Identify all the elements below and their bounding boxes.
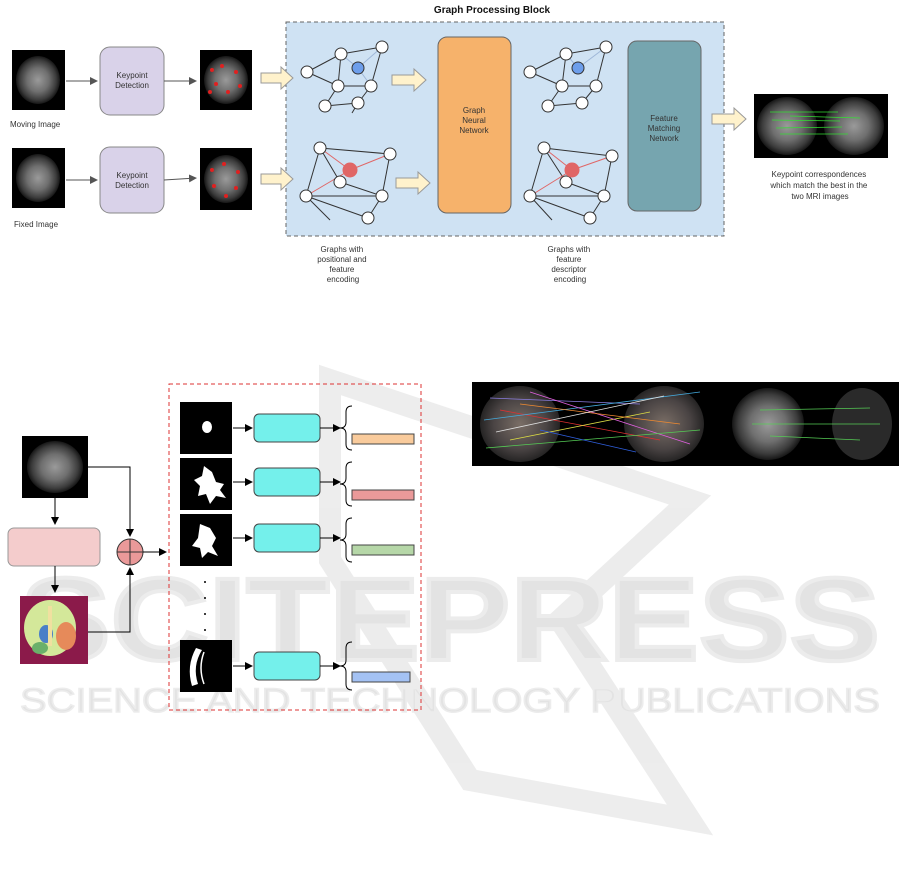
keypoint-detection-box-fixed xyxy=(99,146,165,214)
graph-neural-network-box xyxy=(437,36,512,214)
region-encoder-3 xyxy=(253,523,321,553)
region-encoder-n xyxy=(253,651,321,681)
block-arrow-out xyxy=(711,106,747,132)
svg-text:Feature: Feature xyxy=(650,114,678,123)
ellipsis-dots xyxy=(204,581,206,631)
watermark-main: SCITEPRESS xyxy=(20,554,880,686)
block-arrow-to-gnn-bottom xyxy=(395,170,431,196)
block-arrow-moving-in xyxy=(260,65,294,91)
graph-descriptor-bottom xyxy=(523,141,619,225)
graphs-positional-caption: Graphs with positional and feature encod… xyxy=(317,245,369,284)
svg-text:Detection: Detection xyxy=(115,81,149,90)
graph-positional-top xyxy=(300,40,389,114)
feature-vector-1 xyxy=(351,433,415,445)
region-encoder-2 xyxy=(253,467,321,497)
watermark: SCITEPRESS SCIENCE AND TECHNOLOGY PUBLIC… xyxy=(18,364,882,836)
fixed-image-label: Fixed Image xyxy=(14,220,59,229)
svg-text:Network: Network xyxy=(649,134,679,143)
block-title: Graph Processing Block xyxy=(434,5,551,16)
graphs-descriptor-caption: Graphs with feature descriptor encoding xyxy=(548,245,593,284)
svg-text:Graph: Graph xyxy=(463,106,485,115)
correspondence-caption: Keypoint correspondences which match the… xyxy=(769,170,869,201)
graph-descriptor-top xyxy=(523,40,613,113)
feature-vector-n xyxy=(351,671,411,683)
svg-text:Detection: Detection xyxy=(115,181,149,190)
block-arrow-fixed-in xyxy=(260,166,294,192)
feature-vector-2 xyxy=(351,489,415,501)
svg-text:Network: Network xyxy=(459,126,489,135)
graph-positional-bottom xyxy=(299,141,397,225)
feature-vector-3 xyxy=(351,544,415,556)
segmentation-model-box xyxy=(7,527,101,567)
svg-text:Matching: Matching xyxy=(648,124,680,133)
watermark-sub: SCIENCE AND TECHNOLOGY PUBLICATIONS xyxy=(20,682,880,720)
svg-text:Keypoint: Keypoint xyxy=(116,71,148,80)
region-encoder-1 xyxy=(253,413,321,443)
svg-text:Keypoint: Keypoint xyxy=(116,171,148,180)
svg-text:Neural: Neural xyxy=(462,116,486,125)
moving-image-label: Moving Image xyxy=(10,120,61,129)
region-mask-n xyxy=(180,640,232,692)
feature-matching-network-box xyxy=(627,40,702,212)
block-arrow-to-gnn-top xyxy=(391,67,427,93)
region-encoding-container xyxy=(168,383,422,711)
